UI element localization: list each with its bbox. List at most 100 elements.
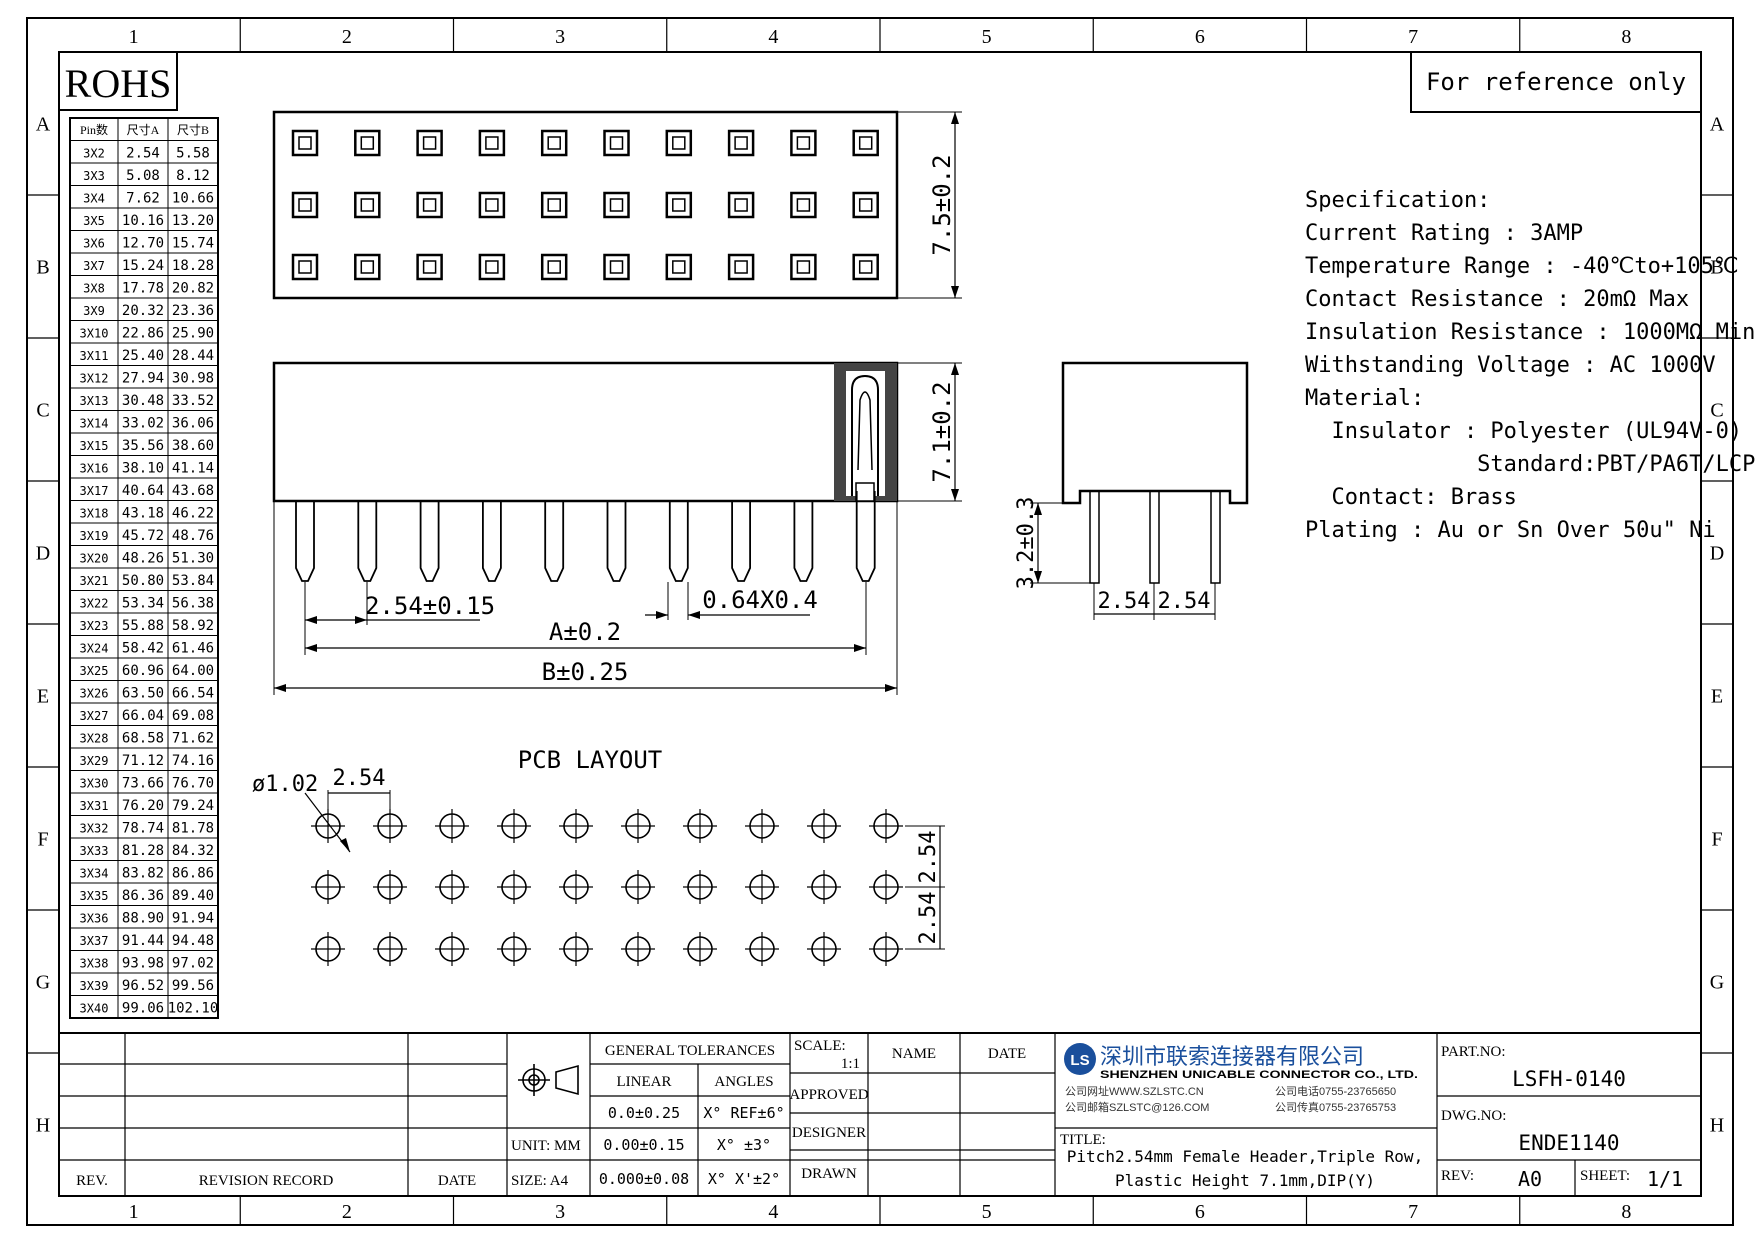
pcb-pitch-x: 2.54: [333, 766, 386, 791]
pin-table-cell: 33.52: [172, 393, 214, 409]
pin-table-cell: 3X20: [80, 551, 109, 565]
contact-square-inner: [609, 136, 624, 150]
contact-square-inner: [485, 260, 499, 274]
contact-square: [354, 129, 381, 157]
spec-line: Standard:PBT/PA6T/LCP: [1305, 452, 1755, 477]
sheet-label: SHEET:: [1580, 1168, 1630, 1184]
pin-table-cell: 51.30: [172, 550, 214, 566]
pin-table-cell: 40.64: [122, 483, 164, 499]
pin-table-cell: 81.78: [172, 820, 214, 836]
contact-square: [852, 253, 879, 281]
pin-table-cell: 17.78: [122, 280, 164, 296]
contact-square-inner: [422, 136, 437, 150]
company-email: 公司邮箱SZLSTC@126.COM: [1065, 1100, 1209, 1114]
pin-table-cell: 61.46: [172, 640, 214, 656]
side-pin: [357, 501, 378, 582]
pin-table-cell: 48.76: [172, 528, 214, 544]
side-pin: [295, 501, 315, 582]
name-header: NAME: [892, 1046, 936, 1062]
contact-square-inner: [858, 260, 873, 274]
revision-record-header: REVISION RECORD: [199, 1173, 334, 1189]
column-marker: 2: [342, 26, 352, 48]
side-pin: [606, 501, 627, 582]
spec-line: Specification:: [1305, 188, 1490, 213]
pin-table-cell: 86.36: [122, 888, 164, 904]
contact-square-inner: [360, 260, 375, 274]
pin-table-cell: 86.86: [172, 865, 214, 881]
tolerance-angle-3: X° X'±2°: [708, 1170, 780, 1188]
approved-label: APPROVED: [789, 1087, 868, 1103]
pin-table-cell: 3X19: [80, 529, 109, 543]
scale-label: SCALE:: [794, 1038, 846, 1054]
pin-table-cell: 97.02: [172, 955, 214, 971]
pin-table-cell: 3X5: [83, 214, 105, 228]
row-marker: G: [36, 972, 50, 994]
tolerance-linear-2: 0.00±0.15: [603, 1136, 684, 1154]
pin-table-cell: 3X26: [80, 686, 109, 700]
pin-table-cell: 3X9: [83, 304, 105, 318]
tolerance-angle-1: X° REF±6°: [703, 1104, 784, 1122]
pin-table-cell: 50.80: [122, 573, 164, 589]
contact-square: [416, 191, 443, 219]
pin-table-cell: 33.02: [122, 415, 164, 431]
pin-table-cell: 66.04: [122, 708, 164, 724]
pin-table-cell: 35.56: [122, 438, 164, 454]
pcb-pitch-y2: 2.54: [916, 892, 941, 945]
pin-table-cell: 3X4: [83, 191, 105, 205]
spec-line: Insulation Resistance : 1000MΩ Min: [1305, 320, 1755, 345]
contact-square: [665, 253, 693, 281]
part-no-label: PART.NO:: [1441, 1044, 1506, 1060]
contact-square: [665, 129, 693, 157]
pin-table-cell: 94.48: [172, 933, 214, 949]
pin-table-cell: 71.62: [172, 730, 214, 746]
pin-table-cell: 30.98: [172, 370, 214, 386]
contact-square: [727, 253, 755, 281]
rohs-box: ROHS: [58, 51, 178, 111]
spec-line: Contact: Brass: [1305, 485, 1517, 510]
pin-table-cell: 53.34: [122, 595, 164, 611]
pin-table-header: 尺寸B: [177, 123, 209, 137]
pin-table-cell: 93.98: [122, 955, 164, 971]
contact-square: [540, 129, 568, 157]
row-marker: B: [36, 257, 49, 279]
pin-table-cell: 56.38: [172, 595, 214, 611]
pin-table-cell: 3X27: [80, 709, 109, 723]
column-marker: 2: [342, 1201, 352, 1223]
tolerance-angle-2: X° ±3°: [717, 1136, 771, 1154]
pin-table-cell: 22.86: [122, 325, 164, 341]
company-logo-text: LS: [1070, 1052, 1089, 1069]
pin-table-cell: 3X21: [80, 574, 109, 588]
side-pin: [668, 501, 689, 582]
contact-square-inner: [609, 198, 624, 212]
pin-table-cell: 48.26: [122, 550, 164, 566]
contact-square-inner: [485, 136, 499, 150]
side-pin: [544, 501, 565, 582]
pin-table-cell: 3X15: [80, 439, 109, 453]
pin-table-cell: 43.18: [122, 505, 164, 521]
pin-table-cell: 3X28: [80, 731, 109, 745]
rev-label: REV:: [1441, 1168, 1474, 1184]
dim-pitch: 2.54±0.15: [365, 592, 495, 620]
pin-table-cell: 5.58: [176, 145, 210, 161]
pin-table-cell: 3X38: [80, 956, 109, 970]
tolerance-linear-1: 0.0±0.25: [608, 1104, 680, 1122]
designer-label: DESIGNER: [792, 1125, 866, 1141]
contact-square: [291, 191, 319, 219]
company-name-cn: 深圳市联索连接器有限公司: [1100, 1044, 1364, 1069]
row-marker: B: [1710, 257, 1723, 279]
spec-line: Plating : Au or Sn Over 50u" Ni: [1305, 518, 1716, 543]
pin-table-cell: 64.00: [172, 663, 214, 679]
contact-square-inner: [609, 260, 624, 274]
contact-square: [790, 129, 817, 157]
row-marker: G: [1710, 972, 1724, 994]
pin-table-cell: 3X18: [80, 506, 109, 520]
title-block: [59, 1032, 1701, 1196]
pin-table-cell: 18.28: [172, 258, 214, 274]
pin-table-cell: 81.28: [122, 843, 164, 859]
dim-top-height: 7.5±0.2: [928, 154, 956, 255]
contact-square-inner: [360, 136, 375, 150]
dim-end-pitch-1: 2.54: [1098, 589, 1151, 614]
